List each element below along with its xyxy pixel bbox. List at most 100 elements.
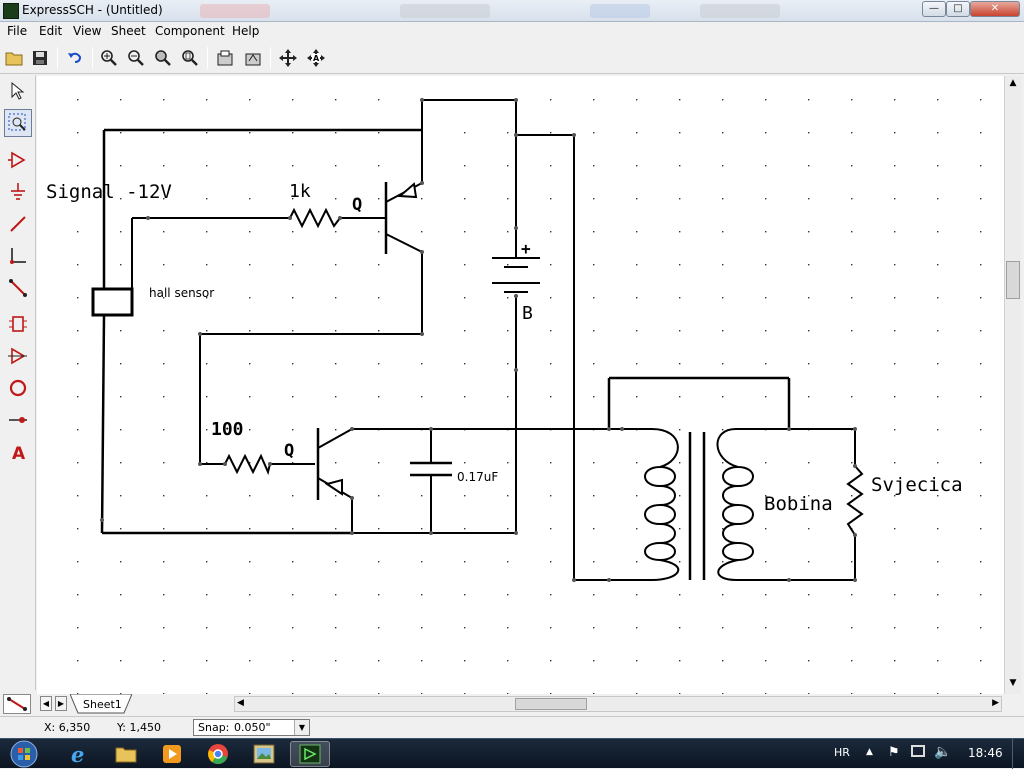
vertical-scroll-thumb[interactable] [1006,261,1020,299]
resistor-100[interactable] [224,453,271,476]
scroll-right-arrow-icon[interactable]: ▶ [992,698,999,708]
zoom-page-icon [182,50,198,66]
label-r1: 1k [289,181,311,202]
menu-file[interactable]: File [7,24,28,38]
maximize-button[interactable]: □ [946,1,970,17]
component-tool[interactable] [4,146,32,174]
minimize-button[interactable]: — [922,1,946,17]
sheet-tab[interactable]: Sheet1 [70,694,132,714]
menu-component[interactable]: Component [155,24,225,38]
volume-icon[interactable]: 🔈 [934,744,952,760]
scroll-down-arrow-icon[interactable]: ▼ [1009,678,1017,688]
background-tab-ghost [200,4,270,18]
wire-icon [10,216,26,232]
horizontal-scrollbar[interactable]: ◀ ▶ [234,696,1002,712]
properties-button[interactable] [213,46,237,70]
sheet-next-button[interactable]: ▶ [55,696,67,711]
netlist-button[interactable] [241,46,265,70]
chip-tool[interactable] [4,310,32,338]
battery-b[interactable] [492,240,540,293]
internet-explorer-icon: e [71,743,84,765]
menu-sheet[interactable]: Sheet [111,24,146,38]
toolbar-separator [207,47,208,69]
label-coil: Bobina [764,493,833,515]
window-title: ExpressSCH - (Untitled) [22,3,163,17]
title-bar: ExpressSCH - (Untitled) — □ ✕ [0,0,1024,22]
zoom-in-button[interactable] [97,46,121,70]
label-hall-sensor: hall sensor [149,286,214,300]
zoom-area-tool[interactable] [4,109,32,137]
show-hidden-icons-icon[interactable]: ▲ [866,747,873,757]
hall-sensor-component[interactable] [91,287,134,317]
select-tool[interactable] [4,77,32,105]
taskbar-chrome[interactable] [198,741,238,767]
snap-dropdown-arrow-icon[interactable]: ▼ [294,720,309,735]
snap-indicator-button[interactable] [3,694,31,714]
expresssch-app-icon [3,3,19,19]
save-button[interactable] [28,46,52,70]
circle-tool[interactable] [4,374,32,402]
port-tool[interactable] [4,342,32,370]
properties-icon [217,50,233,66]
wire-tool[interactable] [4,210,32,238]
junction-icon [9,279,27,297]
text-a-icon: A [12,444,26,462]
zoom-out-button[interactable] [124,46,148,70]
svg-text:A: A [12,444,26,462]
taskbar-expresssch[interactable] [290,741,330,767]
sheet-prev-button[interactable]: ◀ [40,696,52,711]
label-plug: Svjecica [871,474,963,496]
network-icon[interactable] [911,745,925,757]
schematic-drawing: Signal -12V 1k Q + B 100 Q Bobina Svjeci… [37,76,1004,694]
undo-button[interactable] [63,46,87,70]
wire-junctions [100,98,857,582]
spark-plug-resistor[interactable] [846,465,864,536]
snap-label: Snap: [198,721,230,734]
sheet-tab-label: Sheet1 [83,698,122,711]
transistor-q2[interactable] [316,428,353,500]
label-q1: Q [352,195,362,215]
resistor-1k[interactable] [289,207,341,229]
zoom-fit-button[interactable] [151,46,175,70]
floppy-disk-icon [33,51,47,65]
vertical-scrollbar[interactable]: ▲ ▼ [1004,76,1021,694]
port-icon [8,347,27,365]
tool-palette: A [0,75,36,690]
snap-select[interactable]: Snap: 0.050" ▼ [193,719,310,736]
taskbar-image-viewer[interactable] [244,741,284,767]
show-desktop-button[interactable] [1012,739,1024,769]
menu-help[interactable]: Help [232,24,260,38]
horizontal-scroll-thumb[interactable] [515,698,587,710]
text-tool[interactable]: A [4,438,32,466]
scroll-left-arrow-icon[interactable]: ◀ [237,698,244,708]
menu-view[interactable]: View [73,24,102,38]
junction-tool[interactable] [4,274,32,302]
bus-tool[interactable] [4,242,32,270]
toolbar-separator [57,47,58,69]
menu-edit[interactable]: Edit [39,24,63,38]
action-center-flag-icon[interactable]: ⚑ [888,745,900,760]
pin-tool[interactable] [4,406,32,434]
keyboard-language[interactable]: HR [834,746,850,759]
taskbar-media-player[interactable] [152,741,192,767]
netlist-icon [245,53,261,66]
start-button[interactable] [2,739,46,769]
transistor-q1[interactable] [384,182,423,254]
move-button[interactable] [276,46,300,70]
transformer-bobina[interactable] [644,428,754,581]
zoom-page-button[interactable] [178,46,202,70]
close-button[interactable]: ✕ [970,1,1020,17]
pin-icon [9,417,27,423]
ground-tool[interactable] [4,178,32,206]
move-text-button[interactable]: A [304,46,328,70]
open-button[interactable] [2,46,26,70]
schematic-canvas[interactable]: Signal -12V 1k Q + B 100 Q Bobina Svjeci… [37,76,1004,694]
clock-time[interactable]: 18:46 [968,746,1003,760]
label-q2: Q [284,441,294,461]
background-tab-ghost [700,4,780,18]
taskbar-explorer[interactable] [106,741,146,767]
svg-text:A: A [313,54,320,63]
scroll-up-arrow-icon[interactable]: ▲ [1009,78,1017,88]
capacitor-017uf[interactable] [410,461,452,477]
taskbar-internet-explorer[interactable]: e [60,741,100,767]
